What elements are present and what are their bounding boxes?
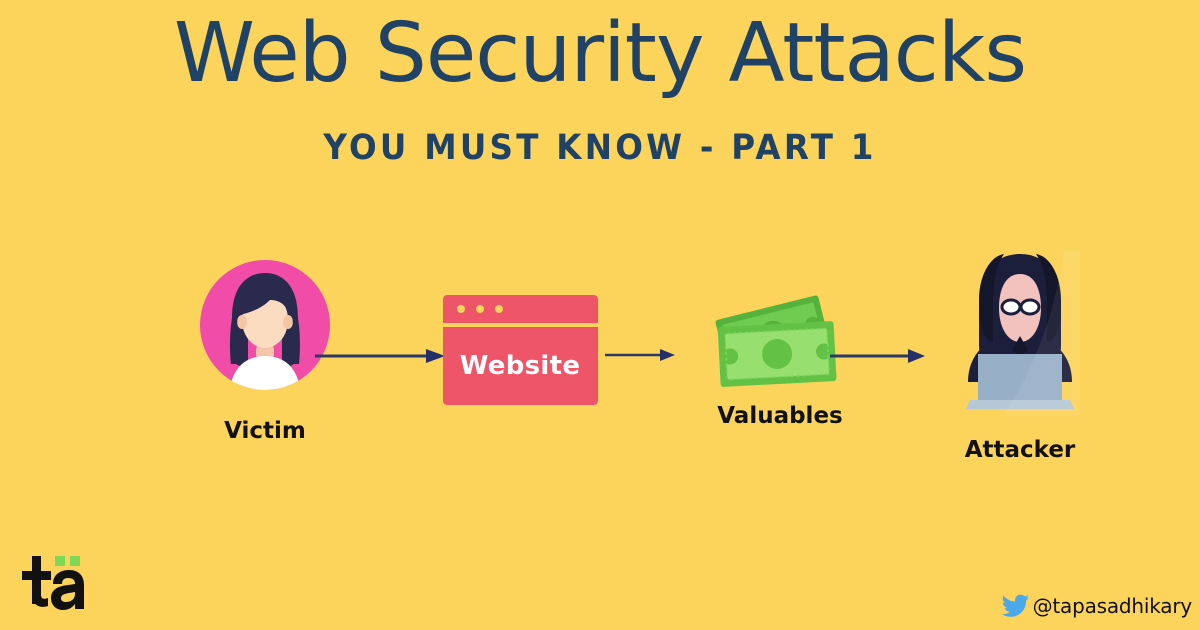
browser-title-bar (442, 295, 598, 323)
twitter-handle-text: @tapasadhikary (1032, 594, 1193, 618)
hooded-hacker-icon (966, 250, 1080, 415)
arrow-victim-to-website-icon (315, 349, 445, 363)
money-bills-icon (715, 295, 837, 387)
browser-dot-1 (456, 305, 465, 313)
flow-node-label-valuables: Valuables (717, 403, 843, 429)
ta-brand-logo[interactable] (20, 554, 92, 616)
female-avatar-icon (230, 273, 300, 390)
page-title: Web Security Attacks (173, 6, 1027, 101)
flow-node-victim: Victim (175, 260, 355, 444)
flow-node-website: Website (420, 295, 620, 405)
flow-node-label-attacker: Attacker (964, 437, 1076, 463)
arrow-website-to-valuables-icon (605, 349, 675, 361)
attack-flow-diagram: Victim Website (150, 250, 1150, 470)
browser-dot-2 (475, 305, 484, 313)
flow-node-attacker: Attacker (925, 250, 1115, 463)
victim-avatar (200, 260, 330, 390)
browser-content-text: Website (459, 351, 581, 381)
valuables-illustration (715, 290, 845, 395)
twitter-handle[interactable]: @tapasadhikary (1001, 594, 1193, 618)
arrow-valuables-to-attacker-icon (830, 349, 925, 363)
twitter-bird-icon[interactable] (1001, 594, 1030, 618)
flow-node-valuables: Valuables (685, 290, 875, 429)
browser-window-icon: Website (442, 295, 598, 405)
attacker-illustration (960, 250, 1080, 415)
browser-dot-3 (494, 305, 503, 313)
flow-node-label-victim: Victim (224, 418, 306, 444)
page-subtitle: YOU MUST KNOW - PART 1 (323, 128, 877, 168)
browser-content-area: Website (442, 327, 598, 405)
